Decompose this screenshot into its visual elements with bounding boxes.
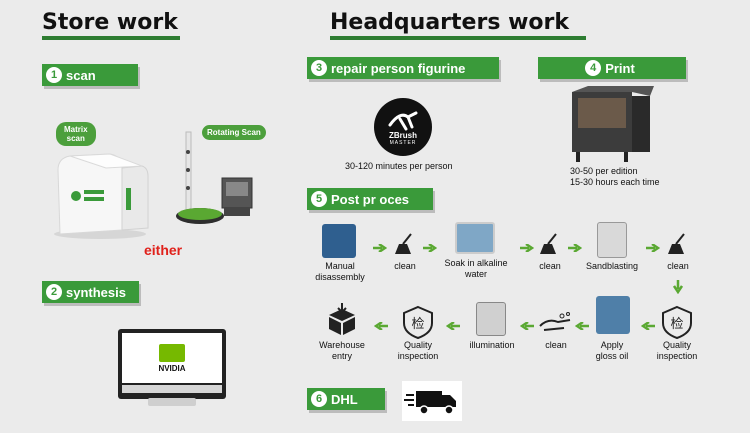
step-text: Post pr oces	[331, 191, 410, 207]
step-text: DHL	[331, 391, 358, 407]
step-text: scan	[66, 67, 96, 83]
step-number: 4	[585, 60, 602, 76]
arrow-right-icon	[646, 244, 660, 252]
monitor-image: NVIDIA	[118, 329, 226, 399]
3d-printer-image	[572, 86, 654, 162]
arrow-right-icon	[520, 244, 534, 252]
step-synthesis-label: 2 synthesis	[42, 281, 139, 303]
washing-hands-icon	[539, 312, 571, 331]
step-scan-label: 1 scan	[42, 64, 138, 86]
store-work-underline	[42, 36, 180, 40]
rotating-scan-bubble: Rotating Scan	[202, 125, 266, 140]
row2-label-2: illumination	[469, 340, 515, 350]
arrow-right-icon	[423, 244, 437, 252]
ultrasonic-cleaner-image	[455, 222, 495, 254]
quality-inspection-icon: 检	[403, 305, 433, 339]
broom-icon	[668, 233, 685, 254]
step-text: Print	[605, 60, 635, 76]
hq-work-underline	[330, 36, 586, 40]
step-number: 1	[46, 67, 62, 83]
truck-icon-box	[402, 381, 462, 421]
step-print-label: 4 Print	[538, 57, 686, 79]
step-number: 6	[311, 391, 327, 407]
zbrush-figure-icon	[388, 111, 418, 130]
quality-inspection-icon: 检	[662, 305, 692, 339]
step-number: 5	[311, 191, 327, 207]
arrow-right-icon	[373, 244, 387, 252]
monitor-stand	[148, 398, 196, 406]
zbrush-logo: ZBrush MASTER	[374, 98, 432, 156]
step-text: synthesis	[66, 284, 126, 300]
svg-text:检: 检	[670, 317, 683, 332]
step-post-process-label: 5 Post pr oces	[307, 188, 433, 210]
arrow-left-icon	[575, 322, 589, 330]
arrow-left-icon	[520, 322, 534, 330]
arrow-left-icon	[641, 322, 655, 330]
delivery-truck-icon	[404, 391, 456, 415]
either-text: either	[144, 242, 183, 258]
arrow-left-icon	[446, 322, 460, 330]
illumination-machine-image	[476, 302, 506, 336]
step-number: 3	[311, 60, 327, 76]
step-text: repair person figurine	[331, 60, 466, 76]
broom-icon	[395, 233, 412, 254]
rotating-scan-image	[176, 131, 253, 224]
row2-label-3: clean	[545, 340, 567, 350]
sandblasting-machine-image	[597, 222, 627, 258]
step-dhl-label: 6 DHL	[307, 388, 385, 410]
apply-gloss-oil-image	[596, 296, 630, 334]
row1-label-5: clean	[667, 261, 689, 271]
step-number: 2	[46, 284, 62, 300]
row1-label-3: clean	[539, 261, 561, 271]
step-repair-label: 3 repair person figurine	[307, 57, 499, 79]
warehouse-box-icon	[329, 303, 355, 335]
repair-caption: 30-120 minutes per person	[345, 161, 453, 171]
arrow-right-icon	[568, 244, 582, 252]
hq-work-title: Headquarters work	[330, 10, 569, 35]
store-work-title: Store work	[42, 10, 178, 35]
monitor-brand: NVIDIA	[158, 363, 186, 373]
broom-icon	[540, 233, 557, 254]
arrow-left-icon	[374, 322, 388, 330]
svg-text:检: 检	[411, 317, 424, 332]
manual-disassembly-image	[322, 224, 356, 258]
matrix-scan-booth-image	[54, 153, 149, 239]
arrow-down-icon	[673, 280, 683, 294]
row1-label-1: clean	[394, 261, 416, 271]
row1-label-4: Sandblasting	[585, 261, 639, 271]
nvidia-logo-icon	[159, 343, 185, 362]
